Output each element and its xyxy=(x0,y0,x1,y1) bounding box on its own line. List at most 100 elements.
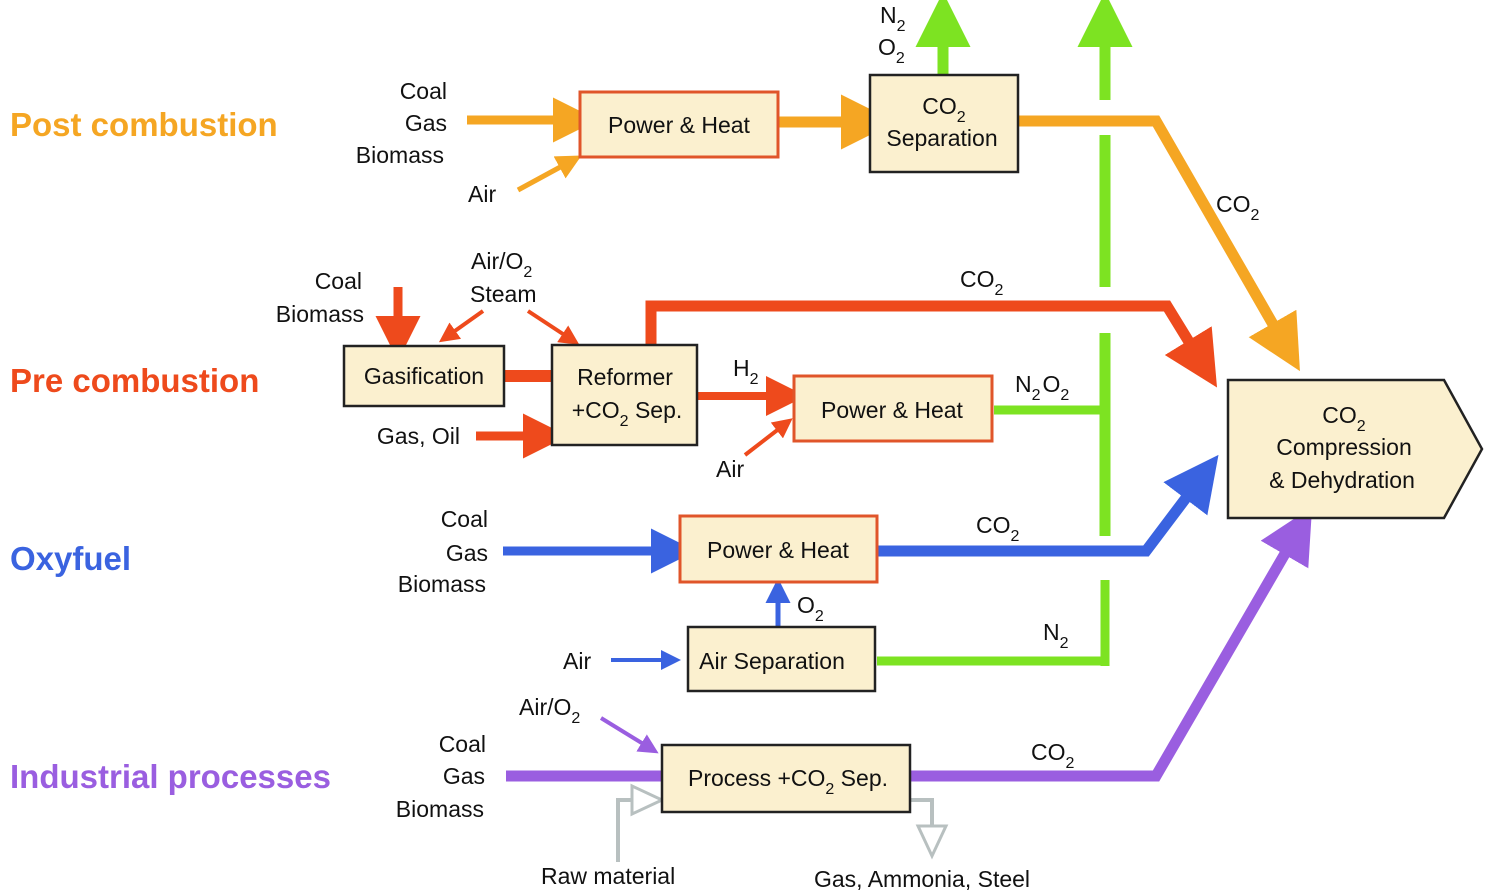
pre-power-heat-label: Power & Heat xyxy=(821,397,964,423)
co2-separation-box xyxy=(868,73,1020,174)
pre-o-main: O xyxy=(1043,371,1061,397)
air-separation-box xyxy=(686,625,877,693)
pre-power-heat-box xyxy=(792,374,994,443)
co2-compression-box xyxy=(1226,378,1484,520)
post-gas-label: Gas xyxy=(405,110,447,136)
oxy-biomass-label: Biomass xyxy=(398,571,486,597)
top-n-main: N xyxy=(880,2,897,28)
post-coal-label: Coal xyxy=(400,78,447,104)
post-co2-sub: 2 xyxy=(1251,207,1260,224)
oxy-n2-sub: 2 xyxy=(1060,635,1069,652)
category-industrial-processes: Industrial processes xyxy=(10,758,331,795)
category-pre-combustion: Pre combustion xyxy=(10,362,259,399)
reformer-line2-sub: 2 xyxy=(620,413,629,430)
oxy-air-label: Air xyxy=(563,648,591,674)
flow-labels: Coal Gas Biomass Air N2 O2 CO2 Coal Biom… xyxy=(276,2,1260,892)
pre-airo2-label: Air/O2 xyxy=(471,248,532,281)
post-co2-main: CO xyxy=(1216,191,1251,217)
ind-co2-sub: 2 xyxy=(1066,755,1075,772)
oxy-gas-label: Gas xyxy=(446,540,488,566)
ind-airo2-main: Air/O xyxy=(519,694,571,720)
oxy-o2-sub: 2 xyxy=(815,608,824,625)
pre-air-arrow xyxy=(743,418,793,457)
post-power-heat-box xyxy=(578,90,780,159)
ind-co2-main: CO xyxy=(1031,739,1066,765)
pre-biomass-label: Biomass xyxy=(276,301,364,327)
post-co2-line xyxy=(1018,115,1300,372)
pre-co2-line xyxy=(645,300,1218,388)
top-n2-label: N2 xyxy=(880,2,906,35)
process-boxes: Power & Heat CO2 Separation Gasification… xyxy=(342,73,1484,814)
raw-material-line xyxy=(616,798,634,862)
pre-steam-reformer-arrow xyxy=(526,309,580,345)
pre-combustion-flow xyxy=(375,287,1218,459)
pre-co2-sub: 2 xyxy=(995,282,1004,299)
ind-co2-label: CO2 xyxy=(1031,739,1075,772)
gasification-box xyxy=(342,344,506,408)
oxyfuel-flow xyxy=(503,454,1219,670)
pre-n2o2-label: N2O2 xyxy=(1015,371,1069,404)
pre-o-sub: 2 xyxy=(1060,387,1069,404)
post-combustion-flow xyxy=(467,94,1300,372)
oxy-co2-line xyxy=(877,454,1219,557)
oxy-o2-main: O xyxy=(797,592,815,618)
raw-material-arrowhead xyxy=(630,783,666,817)
category-oxyfuel: Oxyfuel xyxy=(10,540,131,577)
pre-n-sub: 2 xyxy=(1032,387,1041,404)
process-co2-sep-label: Process +CO2 Sep. xyxy=(688,765,888,798)
process-label-sub: 2 xyxy=(825,781,834,798)
reformer-line2-a: +CO xyxy=(572,397,620,423)
ind-co2-line xyxy=(910,506,1313,782)
compression-label-line1: CO2 xyxy=(1322,402,1366,435)
pre-h2-label: H2 xyxy=(733,355,759,388)
top-o-sub: 2 xyxy=(896,50,905,67)
oxy-n2-main: N xyxy=(1043,619,1060,645)
ind-airo2-arrow xyxy=(599,716,659,754)
pre-airo2-main: Air/O xyxy=(471,248,523,274)
ind-biomass-label: Biomass xyxy=(396,796,484,822)
pre-n-main: N xyxy=(1015,371,1032,397)
reformer-label-line1: Reformer xyxy=(577,364,673,390)
pre-co2-label: CO2 xyxy=(960,266,1004,299)
green-vent-lines xyxy=(877,0,1133,666)
oxy-o2-label: O2 xyxy=(797,592,824,625)
compression-co2-main: CO xyxy=(1322,402,1357,428)
pre-co2-main: CO xyxy=(960,266,995,292)
reformer-box xyxy=(550,343,699,447)
air-separation-label: Air Separation xyxy=(699,648,845,674)
pre-air-label: Air xyxy=(716,456,744,482)
industrial-flow xyxy=(506,506,1313,862)
co2-separation-label-line2: Separation xyxy=(886,125,997,151)
ind-gas-label: Gas xyxy=(443,763,485,789)
process-label-b: Sep. xyxy=(834,765,888,791)
post-biomass-label: Biomass xyxy=(356,142,444,168)
pre-h2-sub: 2 xyxy=(750,371,759,388)
post-co2-label: CO2 xyxy=(1216,191,1260,224)
category-labels: Post combustion Pre combustion Oxyfuel I… xyxy=(10,106,331,795)
oxy-n2-label: N2 xyxy=(1043,619,1069,652)
reformer-label-line2: +CO2 Sep. xyxy=(572,397,683,430)
top-n-sub: 2 xyxy=(897,18,906,35)
compression-co2-sub: 2 xyxy=(1357,418,1366,435)
gasification-label: Gasification xyxy=(364,363,484,389)
oxy-coal-label: Coal xyxy=(441,506,488,532)
post-air-arrow xyxy=(516,155,582,193)
pre-steam-label: Steam xyxy=(470,281,536,307)
ind-coal-label: Coal xyxy=(439,731,486,757)
products-label: Gas, Ammonia, Steel xyxy=(814,866,1030,892)
reformer-line2-b: Sep. xyxy=(629,397,683,423)
pre-gasoil-label: Gas, Oil xyxy=(377,423,460,449)
pre-airo2-gasif-arrow xyxy=(438,309,485,343)
ind-airo2-label: Air/O2 xyxy=(519,694,580,727)
products-arrowhead xyxy=(915,824,949,860)
ind-airo2-sub: 2 xyxy=(571,710,580,727)
oxy-power-heat-label: Power & Heat xyxy=(707,537,850,563)
top-o2-label: O2 xyxy=(878,34,905,67)
post-power-heat-label: Power & Heat xyxy=(608,112,751,138)
category-post-combustion: Post combustion xyxy=(10,106,278,143)
post-air-label: Air xyxy=(468,181,496,207)
top-o-main: O xyxy=(878,34,896,60)
pre-coal-label: Coal xyxy=(315,268,362,294)
raw-material-label: Raw material xyxy=(541,863,675,889)
